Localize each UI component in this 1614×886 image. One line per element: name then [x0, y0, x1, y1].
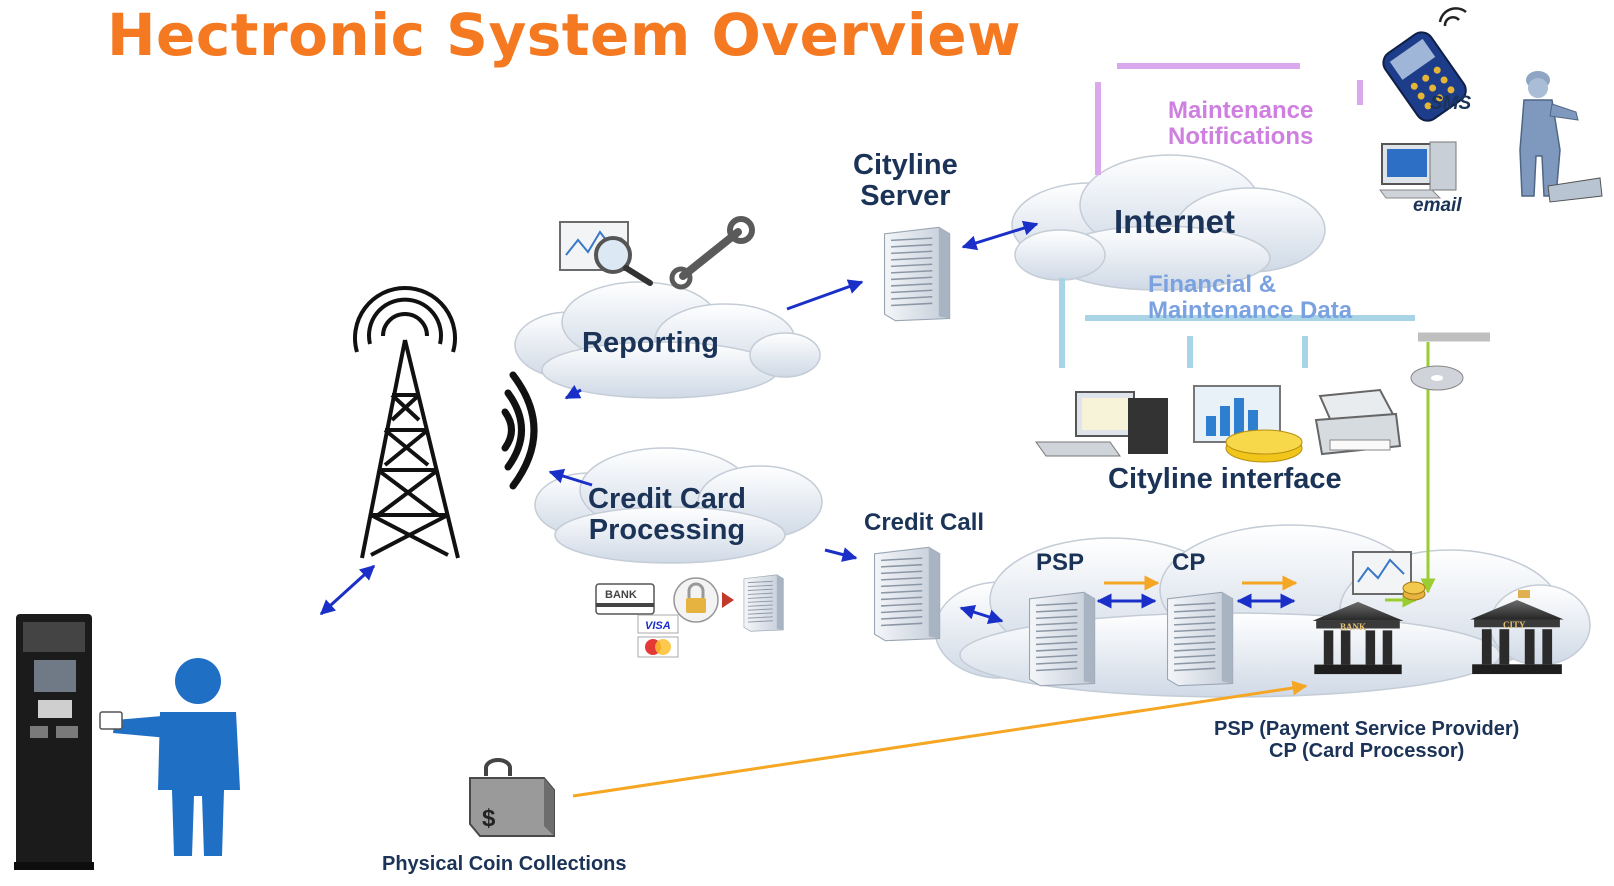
maintenance-lines	[1095, 63, 1363, 175]
disc-icon	[1410, 365, 1464, 391]
psp-server-icon	[1028, 591, 1096, 687]
cityline-server-icon	[883, 226, 951, 322]
arrow-right-icon	[722, 592, 734, 608]
technician-icon	[1519, 71, 1603, 203]
financial-data-lines	[1059, 278, 1415, 368]
cityline-server-label: Cityline Server	[853, 149, 958, 213]
computer-email-icon	[1379, 141, 1457, 199]
magnifier-icon	[594, 236, 653, 286]
svg-text:VISA: VISA	[645, 620, 671, 632]
parking-meter-icon	[14, 614, 94, 870]
printer-icon	[1314, 388, 1402, 456]
credit-card-processing-label: Credit Card Processing	[588, 483, 746, 547]
credit-call-label: Credit Call	[864, 509, 985, 536]
cell-tower-icon	[353, 286, 460, 559]
signal-waves-icon	[501, 371, 538, 490]
orange-arrows	[572, 575, 1308, 798]
cityline-interface-label: Cityline interface	[1108, 463, 1342, 495]
email-label: email	[1413, 195, 1462, 216]
wrench-icon	[669, 216, 755, 290]
cp-label: CP	[1172, 549, 1206, 576]
page-title: Hectronic System Overview	[107, 1, 1022, 69]
mastercard-icon	[637, 636, 679, 658]
bank-card-icon: BANK	[595, 583, 655, 615]
internet-label: Internet	[1114, 203, 1236, 240]
financial-data-label: Financial & Maintenance Data	[1148, 271, 1353, 324]
maintenance-notifications-label: Maintenance Notifications	[1168, 97, 1314, 150]
city-flag-icon	[1518, 590, 1530, 598]
blue-arrows	[319, 220, 1296, 625]
psp-cp-legend: PSP (Payment Service Provider) CP (Card …	[1214, 718, 1520, 762]
workstation-icon	[1035, 391, 1168, 457]
psp-label: PSP	[1036, 549, 1085, 576]
report-chart-small-icon	[1352, 551, 1426, 601]
credit-call-server-icon	[873, 546, 941, 642]
phone-icon	[1382, 7, 1467, 122]
visa-icon: VISA	[637, 614, 679, 634]
cp-server-icon	[1166, 591, 1234, 687]
city-building-label: CITY	[1503, 620, 1526, 630]
svg-text:$: $	[482, 805, 496, 832]
credit-card-cloud	[534, 447, 823, 564]
chart-display-icon	[1193, 385, 1303, 463]
small-server-icon	[743, 574, 784, 632]
cash-box-icon: $	[469, 758, 555, 837]
sms-label: SMS	[1430, 93, 1472, 114]
svg-text:BANK: BANK	[605, 589, 637, 601]
reporting-label: Reporting	[582, 327, 719, 359]
person-icon	[99, 658, 240, 856]
bank-building-label: BANK	[1340, 622, 1367, 632]
lock-icon	[673, 577, 719, 623]
physical-coin-label: Physical Coin Collections	[382, 853, 627, 875]
reporting-cloud	[514, 281, 821, 399]
